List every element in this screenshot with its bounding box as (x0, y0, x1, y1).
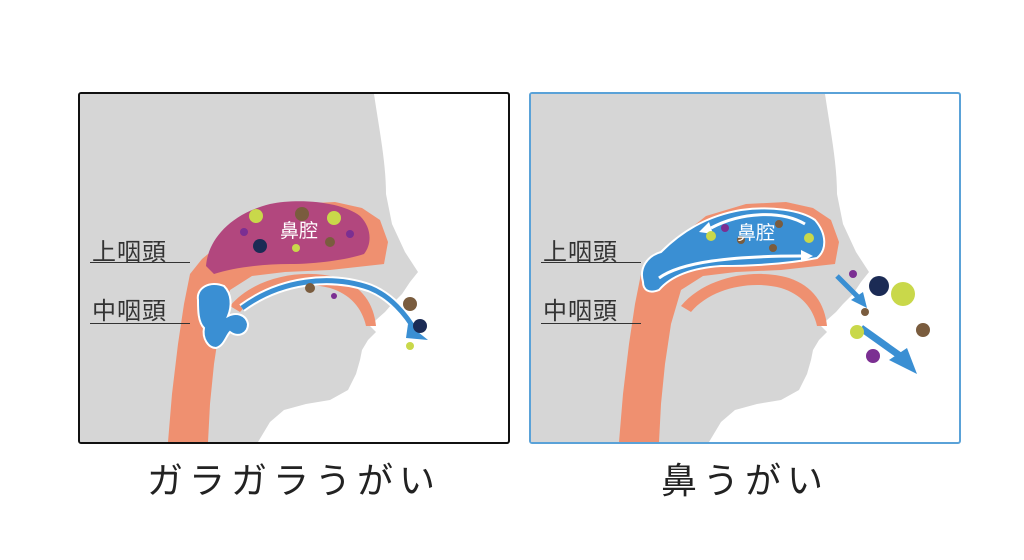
cavity-germs (240, 207, 354, 253)
middle-pharynx-label: 中咽頭 (92, 297, 167, 325)
nasal-rinse-panel: 鼻腔 (529, 92, 961, 444)
expelled-germs (305, 283, 427, 350)
flow-top (710, 213, 806, 230)
caption-gargle: ガラガラうがい (146, 461, 441, 502)
tongue-arc (681, 273, 827, 326)
cavity-germs (706, 220, 814, 252)
flow-curve-inner (240, 278, 419, 334)
expelled-germs (849, 270, 930, 363)
gargle-diagram (80, 94, 428, 442)
caption-nasal-rinse: 鼻うがい (660, 461, 829, 502)
gargle-water (196, 282, 250, 350)
upper-pharynx-line (90, 262, 190, 263)
tongue-arc (230, 273, 376, 326)
middle-pharynx-line (90, 323, 190, 324)
upper-pharynx-label-right: 上咽頭 (543, 238, 618, 266)
nasal-rinse-diagram (531, 94, 930, 442)
upper-pharynx-line-right (541, 262, 641, 263)
nasal-cavity-label: 鼻腔 (280, 220, 319, 242)
expel-arrow-2 (858, 325, 906, 361)
flow-bottom (658, 254, 802, 280)
nasal-cavity (641, 207, 826, 293)
middle-pharynx-label-right: 中咽頭 (543, 297, 618, 325)
nasal-cavity-label: 鼻腔 (737, 222, 776, 244)
middle-pharynx-line-right (541, 323, 641, 324)
gargle-panel: 鼻腔 (78, 92, 510, 444)
upper-pharynx-label: 上咽頭 (92, 238, 167, 266)
